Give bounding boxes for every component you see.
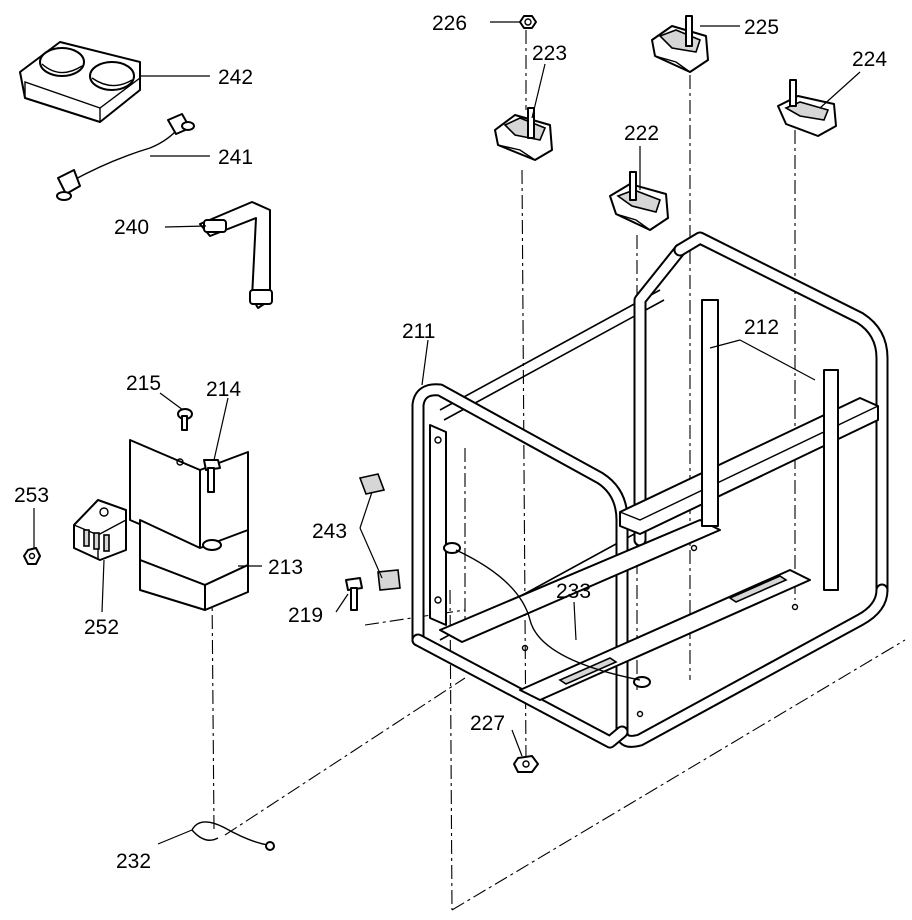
callout-253: 253	[14, 484, 49, 507]
callout-243: 243	[312, 520, 347, 543]
callout-227: 227	[470, 712, 505, 735]
callout-212: 212	[744, 316, 779, 339]
part-226-nut	[519, 15, 537, 29]
callout-215: 215	[126, 372, 161, 395]
part-211-frame	[411, 231, 889, 749]
callout-214: 214	[206, 378, 241, 401]
callout-219: 219	[288, 604, 323, 627]
callout-226: 226	[432, 12, 467, 35]
part-241-battery-cable	[56, 113, 195, 201]
part-227-nut	[513, 755, 539, 773]
callout-222: 222	[624, 122, 659, 145]
part-243-labels	[358, 473, 401, 591]
part-232-ground-wire	[191, 821, 275, 851]
callout-241: 241	[218, 146, 253, 169]
callout-232: 232	[116, 850, 151, 873]
part-224-rubber-mount	[777, 79, 837, 137]
leader-lines	[33, 21, 861, 845]
callout-233: 233	[556, 580, 591, 603]
callout-224: 224	[852, 48, 887, 71]
part-240-battery-strap	[199, 201, 273, 309]
center-lines	[181, 30, 906, 911]
part-214-bolt	[203, 459, 221, 493]
callout-213: 213	[268, 556, 303, 579]
callout-242: 242	[218, 66, 253, 89]
part-222-rubber-mount	[609, 171, 669, 231]
part-252-rectifier	[73, 499, 127, 561]
part-242-terminal-cover	[19, 41, 141, 123]
part-225-rubber-mount	[651, 15, 709, 73]
callout-252: 252	[84, 616, 119, 639]
part-213-battery-tray	[129, 439, 249, 611]
callout-211: 211	[402, 320, 435, 343]
part-233-ground-cable	[455, 549, 641, 681]
callout-240: 240	[114, 216, 149, 239]
callout-223: 223	[532, 42, 567, 65]
part-219-bolt	[345, 577, 363, 611]
part-215-screw	[177, 408, 193, 431]
callout-225: 225	[744, 16, 779, 39]
part-223-rubber-mount	[494, 107, 553, 161]
callouts: 226 225 223 224 242 241 222 240 211 212 …	[14, 12, 887, 873]
part-253-nut	[23, 547, 41, 565]
